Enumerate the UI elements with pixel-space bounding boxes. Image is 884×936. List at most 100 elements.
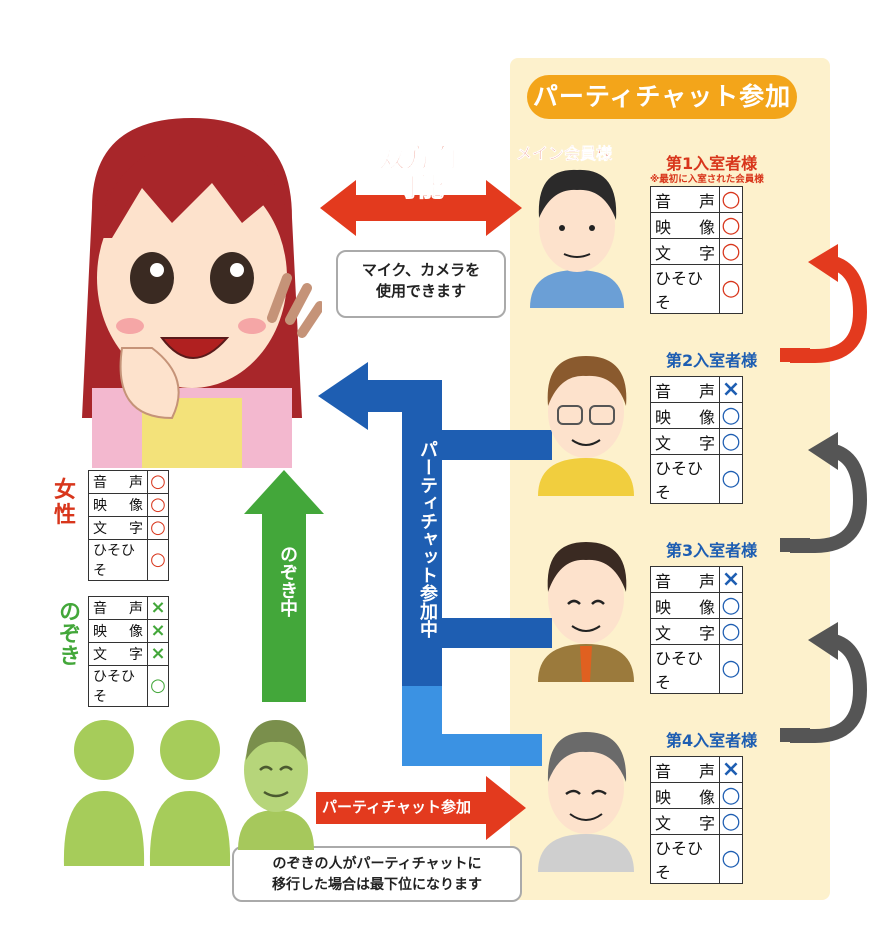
permission-name: 映像 — [650, 782, 720, 809]
permission-name: ひそひそ — [88, 665, 148, 707]
permission-row: 映像○ — [650, 212, 743, 239]
permission-row: ひそひそ○ — [650, 264, 743, 314]
permission-name: 音声 — [650, 756, 720, 783]
permission-mark: ○ — [147, 665, 169, 707]
permission-mark: ○ — [147, 516, 169, 540]
two-way-label: 双方向 可能 — [378, 144, 457, 203]
peek-label: のぞき — [55, 600, 80, 666]
promote-arrow-2-1 — [790, 244, 868, 363]
permission-name: 文字 — [88, 642, 148, 666]
party-chat-arrow-label: パーティチャット参加中 — [417, 440, 438, 638]
permission-mark: ○ — [719, 644, 743, 694]
permission-mark: ○ — [147, 493, 169, 517]
two-way-arrow — [320, 180, 522, 236]
permission-mark: ○ — [719, 186, 743, 213]
permission-mark: ○ — [719, 402, 743, 429]
permission-row: 音声× — [650, 566, 743, 593]
permission-mark: ○ — [719, 212, 743, 239]
promote-arrow-3-2 — [790, 432, 868, 553]
permission-name: 映像 — [650, 402, 720, 429]
main-member-label: メイン会員様 — [516, 144, 613, 164]
permission-name: 映像 — [88, 619, 148, 643]
peeking-arrow-label: のぞき中 — [277, 545, 298, 617]
peeking-arrow — [244, 470, 324, 702]
permission-name: 映像 — [650, 212, 720, 239]
permission-row: 文字○ — [650, 238, 743, 265]
permission-name: 音声 — [88, 596, 148, 620]
permission-mark: ○ — [147, 539, 169, 581]
peeker-man-avatar — [238, 720, 314, 850]
permission-row: ひそひそ○ — [88, 539, 169, 581]
permission-mark: ○ — [719, 238, 743, 265]
member3-avatar — [538, 542, 634, 682]
permission-mark: ○ — [719, 618, 743, 645]
permission-row: 映像○ — [650, 592, 743, 619]
rank3-permission-table: 音声×映像○文字○ひそひそ○ — [650, 566, 743, 694]
permission-name: ひそひそ — [650, 264, 720, 314]
permission-mark: × — [719, 376, 743, 403]
join-arrow — [316, 776, 526, 840]
permission-name: 文字 — [650, 808, 720, 835]
permission-mark: ○ — [719, 428, 743, 455]
permission-name: ひそひそ — [650, 644, 720, 694]
member4-avatar — [538, 732, 634, 872]
permission-mark: × — [147, 642, 169, 666]
permission-row: 音声× — [650, 756, 743, 783]
rank1-permission-table: 音声○映像○文字○ひそひそ○ — [650, 186, 743, 314]
permission-row: 映像○ — [650, 782, 743, 809]
permission-row: ひそひそ○ — [650, 454, 743, 504]
permission-mark: ○ — [719, 264, 743, 314]
permission-mark: × — [147, 619, 169, 643]
rank2-permission-table: 音声×映像○文字○ひそひそ○ — [650, 376, 743, 504]
rank1-note: ※最初に入室された会員様 — [650, 174, 764, 185]
permission-mark: × — [147, 596, 169, 620]
woman-illustration — [82, 118, 322, 468]
permission-row: 映像○ — [650, 402, 743, 429]
permission-name: 音声 — [650, 376, 720, 403]
permission-row: ひそひそ○ — [650, 834, 743, 884]
permission-row: 文字○ — [650, 808, 743, 835]
permission-row: 文字○ — [650, 618, 743, 645]
permission-row: 音声× — [650, 376, 743, 403]
permission-name: 音声 — [650, 566, 720, 593]
permission-mark: ○ — [719, 834, 743, 884]
permission-mark: ○ — [147, 470, 169, 494]
member2-avatar — [538, 356, 634, 496]
mic-camera-bubble: マイク、カメラを 使用できます — [336, 250, 506, 318]
permission-name: 文字 — [650, 238, 720, 265]
permission-row: 映像○ — [88, 493, 169, 517]
permission-mark: ○ — [719, 782, 743, 809]
permission-row: ひそひそ○ — [650, 644, 743, 694]
permission-mark: ○ — [719, 592, 743, 619]
permission-row: 音声× — [88, 596, 169, 620]
woman-permission-table: 音声○映像○文字○ひそひそ○ — [88, 470, 169, 581]
rank4-title: 第4入室者様 — [666, 731, 758, 750]
permission-row: 文字○ — [650, 428, 743, 455]
permission-row: 文字○ — [88, 516, 169, 540]
permission-row: 音声○ — [650, 186, 743, 213]
permission-name: 文字 — [650, 618, 720, 645]
permission-name: 音声 — [650, 186, 720, 213]
rank3-title: 第3入室者様 — [666, 541, 758, 560]
bottom-note-bubble: のぞきの人がパーティチャットに 移行した場合は最下位になります — [232, 846, 522, 902]
permission-row: ひそひそ○ — [88, 665, 169, 707]
woman-label: 女性 — [53, 478, 76, 528]
permission-row: 音声○ — [88, 470, 169, 494]
permission-name: 文字 — [650, 428, 720, 455]
permission-name: ひそひそ — [650, 454, 720, 504]
permission-name: ひそひそ — [650, 834, 720, 884]
member1-avatar — [530, 169, 624, 308]
permission-row: 文字× — [88, 642, 169, 666]
rank4-permission-table: 音声×映像○文字○ひそひそ○ — [650, 756, 743, 884]
permission-name: ひそひそ — [88, 539, 148, 581]
permission-name: 音声 — [88, 470, 148, 494]
permission-mark: ○ — [719, 808, 743, 835]
rank1-title: 第1入室者様 — [666, 154, 758, 173]
join-arrow-label: パーティチャット参加 — [322, 798, 471, 816]
permission-name: 映像 — [650, 592, 720, 619]
promote-arrow-4-3 — [790, 622, 868, 743]
permission-name: 映像 — [88, 493, 148, 517]
party-chat-arrow — [318, 362, 552, 766]
permission-mark: ○ — [719, 454, 743, 504]
